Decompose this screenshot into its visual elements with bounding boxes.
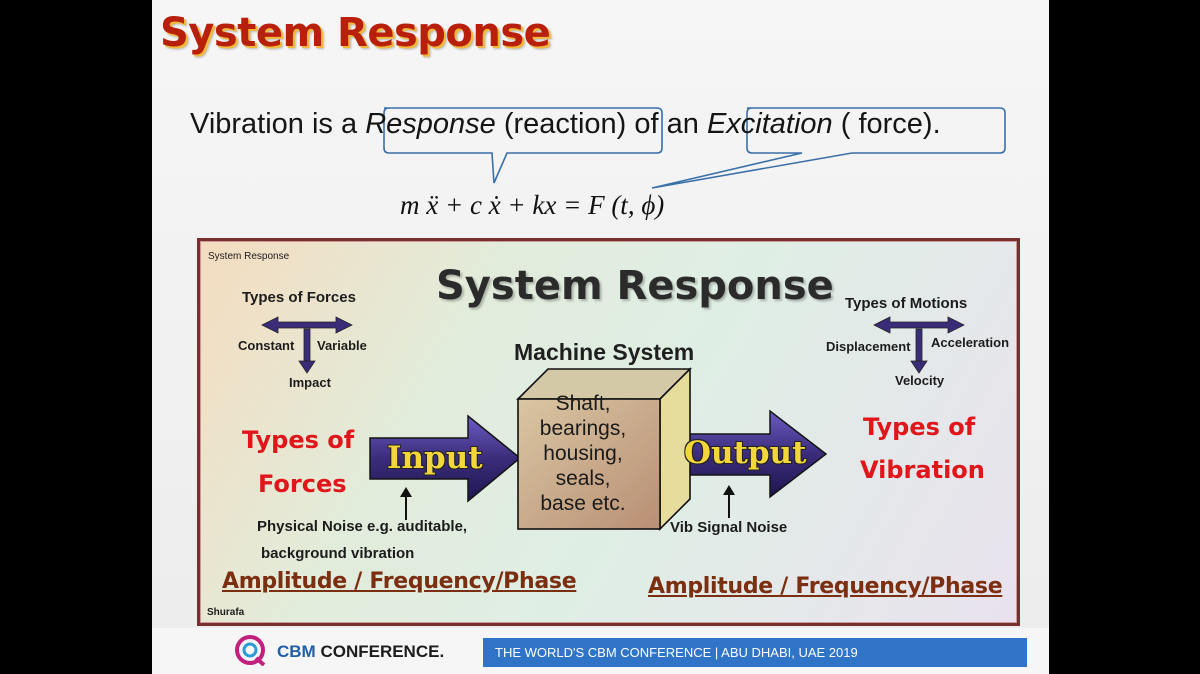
force-constant: Constant [238, 338, 295, 353]
box-line: bearings, [539, 417, 627, 440]
output-label: Output [684, 435, 807, 471]
excitation-word: Excitation [706, 108, 833, 140]
cbm-logo-icon [235, 635, 266, 666]
slide-title: System Response [160, 10, 551, 56]
equation-of-motion: m ẍ + c ẋ + kx = F (t, ϕ) [400, 190, 665, 220]
sentence-prefix: Vibration is a [190, 108, 366, 140]
box-line: housing, [543, 442, 623, 465]
box-line: seals, [555, 467, 611, 490]
motion-acceleration: Acceleration [931, 335, 1010, 350]
author-label: Shurafa [207, 607, 245, 618]
response-callout [383, 107, 663, 184]
types-vibration-line2: Vibration [860, 456, 985, 484]
excitation-callout [651, 107, 1006, 189]
box-line: Shaft, [555, 392, 611, 415]
diagram-heading: System Response [436, 263, 834, 309]
diagram-panel: System Response System Response Types of… [197, 238, 1020, 626]
diagram-graphics [261, 316, 965, 531]
forces-cross-arrow [261, 316, 353, 374]
response-word: Response [365, 108, 496, 140]
motion-velocity: Velocity [895, 373, 945, 388]
noise-output: Vib Signal Noise [670, 519, 788, 536]
amplitude-frequency-phase-left: Amplitude / Frequency/Phase [222, 569, 577, 594]
definition-sentence: Vibration is a Response (reaction) of an… [190, 108, 941, 141]
types-vibration-line1: Types of [863, 413, 976, 441]
machine-system-label: Machine System [514, 339, 695, 365]
machine-box-text: Shaft, bearings, housing, seals, base et… [518, 391, 648, 516]
reaction-word: (reaction) [495, 108, 627, 140]
noise-input-line2: background vibration [261, 545, 415, 562]
brand-cbm: CBM [277, 642, 316, 661]
footer: CBM CONFERENCE. THE WORLD'S CBM CONFEREN… [152, 628, 1049, 674]
motions-title: Types of Motions [845, 295, 968, 312]
corner-label: System Response [208, 251, 290, 262]
forces-title: Types of Forces [242, 289, 356, 306]
slide: System Response Vibration is a Response … [152, 0, 1049, 674]
conference-brand: CBM CONFERENCE. [277, 642, 444, 662]
machine-box [516, 367, 692, 531]
input-arrow [369, 414, 522, 503]
box-line: base etc. [540, 492, 626, 515]
motions-cross-arrow [873, 316, 965, 374]
callouts [383, 107, 1006, 189]
conference-banner: THE WORLD'S CBM CONFERENCE | ABU DHABI, … [483, 638, 1027, 667]
amplitude-frequency-phase-right: Amplitude / Frequency/Phase [648, 574, 1003, 599]
types-forces-line1: Types of [242, 426, 355, 454]
brand-conference: CONFERENCE. [315, 642, 445, 661]
noise-arrows [400, 485, 735, 520]
force-impact: Impact [289, 375, 331, 390]
sentence-middle: of an [626, 108, 707, 140]
input-label: Input [387, 440, 483, 476]
force-word: ( force). [832, 108, 941, 140]
noise-input-line1: Physical Noise e.g. auditable, [257, 518, 468, 535]
force-variable: Variable [317, 338, 367, 353]
types-forces-line2: Forces [258, 470, 347, 498]
motion-displacement: Displacement [826, 339, 911, 354]
